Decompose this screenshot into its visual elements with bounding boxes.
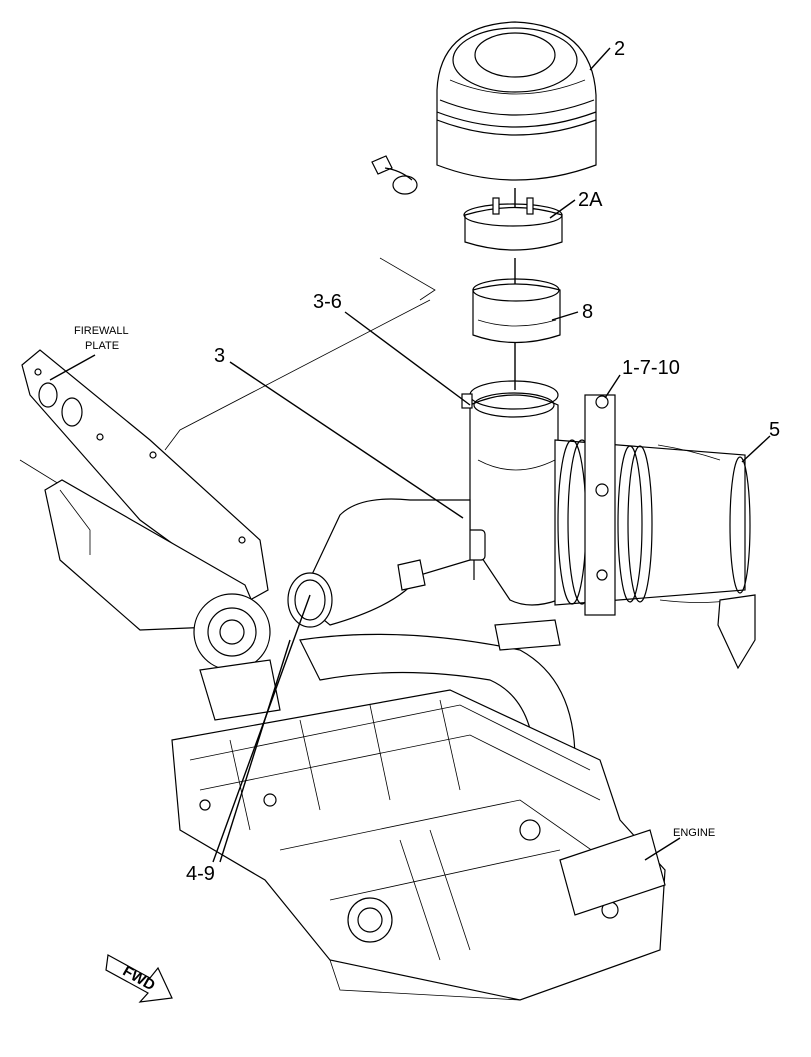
- callout-1-7-10: 1-7-10: [622, 357, 680, 379]
- engine-label: ENGINE: [673, 827, 715, 839]
- sleeve-8: [472, 278, 561, 344]
- callout-2: 2: [614, 38, 625, 60]
- callout-4-9: 4-9: [186, 863, 215, 885]
- callout-2a: 2A: [578, 189, 603, 211]
- air-cleaner-canister: [554, 394, 756, 670]
- callout-5: 5: [769, 419, 780, 441]
- firewall-plate: [19, 257, 436, 631]
- firewall-label-line2: PLATE: [85, 340, 119, 352]
- leader-lines: [49, 47, 771, 863]
- precleaner-cap: [436, 21, 597, 181]
- engine-block: [171, 689, 666, 1001]
- turbocharger: [193, 593, 281, 721]
- callout-3-6: 3-6: [313, 291, 342, 313]
- callout-3: 3: [214, 345, 225, 367]
- intake-housing: [461, 380, 559, 606]
- fwd-arrow-icon: FWD: [105, 954, 173, 1003]
- firewall-label-line1: FIREWALL: [74, 325, 129, 337]
- clamp-2a: [463, 197, 563, 251]
- small-clamp: [371, 155, 418, 195]
- callouts: 2 2A 8 3-6 3 1-7-10 5 4-9 FIREWALL PLATE…: [74, 38, 780, 885]
- elbow-duct: [287, 498, 471, 628]
- callout-8: 8: [582, 301, 593, 323]
